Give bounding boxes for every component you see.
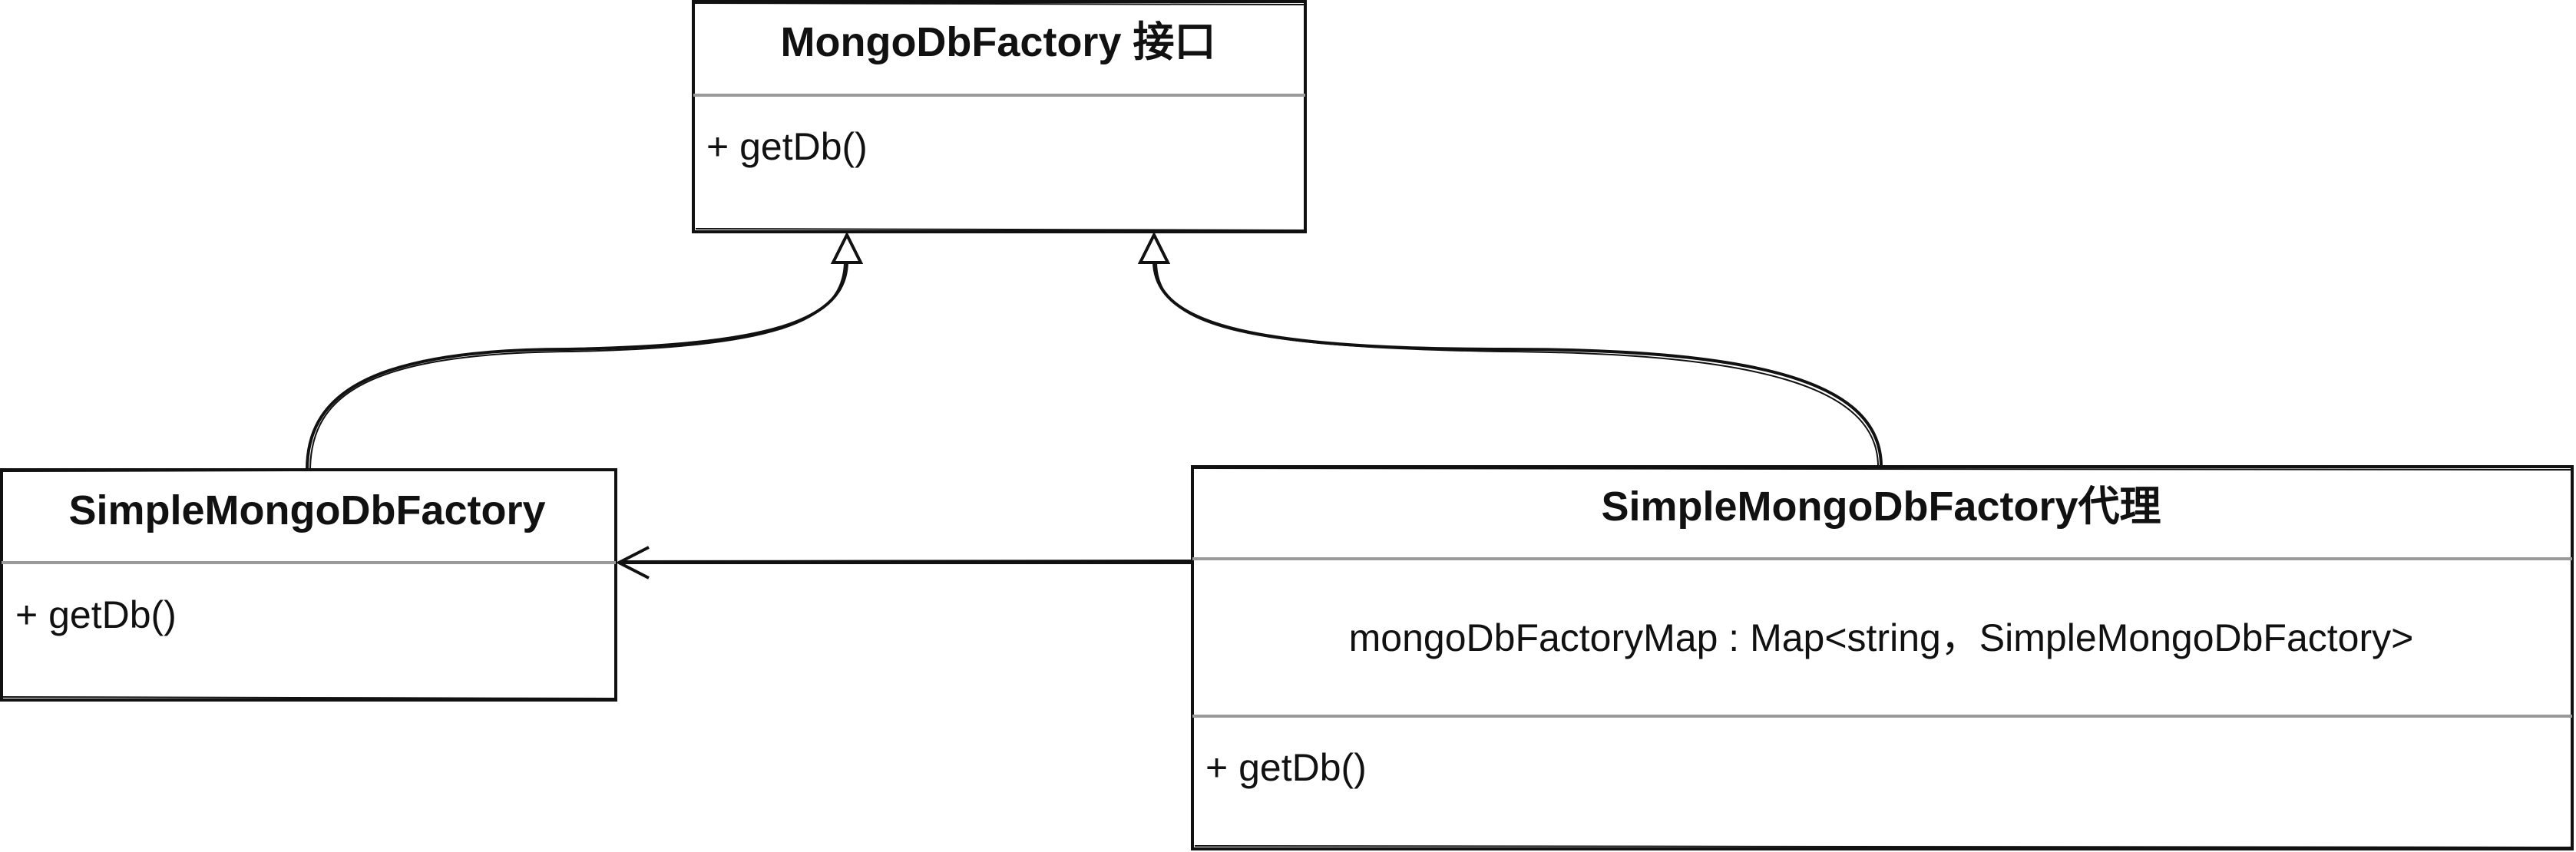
- connector-line: [306, 260, 848, 471]
- connector-line: [1152, 260, 1883, 467]
- connector-line-sketch: [621, 560, 1192, 562]
- class-box-border: [1191, 465, 2574, 850]
- connector-line-sketch: [309, 262, 845, 469]
- class-field-mongodbfactorymap: mongoDbFactoryMap : Map<string，SimpleMon…: [1349, 616, 2414, 659]
- class-title: SimpleMongoDbFactory: [68, 487, 545, 533]
- hollow-triangle-arrowhead: [830, 231, 864, 264]
- class-box-simplemongodbfactory-proxy[interactable]: SimpleMongoDbFactory代理 mongoDbFactoryMap…: [1191, 465, 2574, 850]
- class-box-simplemongodbfactory[interactable]: SimpleMongoDbFactory + getDb(): [0, 468, 617, 702]
- hollow-triangle-arrowhead: [1137, 231, 1171, 264]
- class-box-border-sketch: [694, 2, 1306, 231]
- class-method-getdb: + getDb(): [1205, 746, 1367, 789]
- realization-arrow-proxy-to-interface: [1137, 231, 1883, 467]
- class-box-mongodbfactory-interface[interactable]: MongoDbFactory 接口 + getDb(): [692, 0, 1307, 233]
- class-box-border-sketch: [1193, 467, 2571, 848]
- association-arrow-proxy-to-simple: [617, 546, 1192, 580]
- class-box-border-sketch: [2, 469, 615, 699]
- connector-line-sketch: [1156, 262, 1879, 466]
- class-box-border: [692, 0, 1307, 233]
- class-title: SimpleMongoDbFactory代理: [1601, 484, 2161, 530]
- open-arrowhead: [617, 546, 650, 580]
- realization-arrow-simple-to-interface: [306, 231, 864, 471]
- class-title: MongoDbFactory 接口: [781, 19, 1216, 65]
- class-method-getdb: + getDb(): [706, 125, 868, 168]
- class-method-getdb: + getDb(): [15, 593, 177, 636]
